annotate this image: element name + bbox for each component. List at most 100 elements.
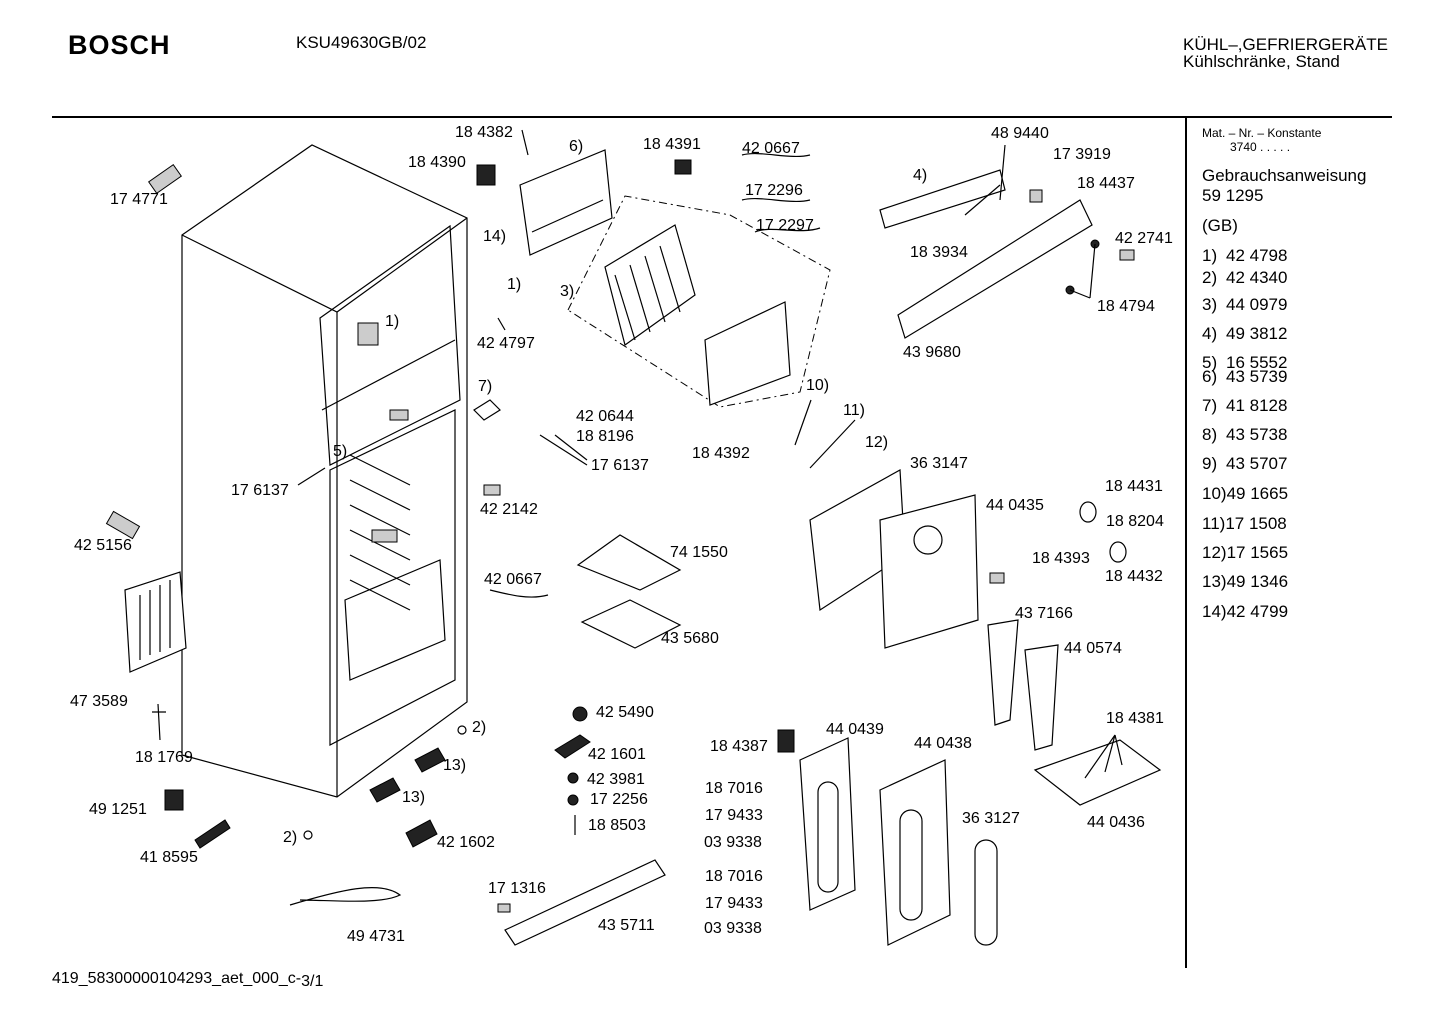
evaporator-drawing <box>476 129 831 408</box>
callout: 1) <box>507 276 522 293</box>
callout: 18 4393 <box>1032 550 1090 567</box>
callout: 1) <box>385 313 400 330</box>
index-row: 1) 42 4798 <box>1202 246 1287 266</box>
index-part-number: 49 1346 <box>1226 572 1289 591</box>
index-row: 11)17 1508 <box>1202 514 1287 534</box>
index-row: 9) 43 5707 <box>1202 454 1287 474</box>
callout: 3) <box>560 283 575 300</box>
index-row: 4) 49 3812 <box>1202 324 1287 344</box>
index-row: 5) 16 5552 <box>1202 353 1287 373</box>
callout: 17 2256 <box>590 791 648 808</box>
cabinet-drawing <box>181 144 468 798</box>
index-key: 3) <box>1202 295 1218 314</box>
exploded-parts-drawing <box>105 129 1162 946</box>
callout: 17 2297 <box>756 217 814 234</box>
shelf-parts-drawing <box>369 399 682 946</box>
callout: 7) <box>478 378 493 395</box>
index-key: 6) <box>1202 367 1218 386</box>
index-row: 14)42 4799 <box>1202 602 1288 622</box>
index-key: 10) <box>1202 484 1227 503</box>
index-part-number: 49 1665 <box>1226 484 1289 503</box>
callout: 18 4390 <box>408 154 466 171</box>
language-code: (GB) <box>1202 216 1238 235</box>
callout: 2) <box>283 829 298 846</box>
left-parts-drawing <box>105 163 402 906</box>
index-key: 12) <box>1202 543 1227 562</box>
index-key: 8) <box>1202 425 1218 444</box>
index-part-number: 17 1508 <box>1225 514 1287 533</box>
callout: 18 4392 <box>692 445 750 462</box>
index-row: 8) 43 5738 <box>1202 425 1287 445</box>
index-part-number: 42 4799 <box>1226 602 1289 621</box>
callout: 18 4382 <box>455 124 513 141</box>
callout: 18 4381 <box>1106 710 1164 727</box>
index-key: 4) <box>1202 324 1218 343</box>
callout: 44 0439 <box>826 721 884 738</box>
callout: 17 2296 <box>745 182 803 199</box>
footer-doc-code: 419_58300000104293_aet_000_c-3/1 <box>52 970 324 990</box>
index-row: 6) 43 5739 <box>1202 367 1287 387</box>
callout: 18 4794 <box>1097 298 1155 315</box>
index-part-number: 43 5707 <box>1226 454 1288 473</box>
callout: 03 9338 <box>704 834 762 851</box>
callout: 14) <box>483 228 507 245</box>
callout: 18 4387 <box>710 738 768 755</box>
callout: 17 1316 <box>488 880 546 897</box>
callout: 10) <box>806 377 830 394</box>
callout: 4) <box>913 167 928 184</box>
callout: 43 9680 <box>903 344 961 361</box>
callout: 03 9338 <box>704 920 762 937</box>
callout: 36 3127 <box>962 810 1020 827</box>
mat-title: Mat. – Nr. – Konstante <box>1202 126 1322 140</box>
index-part-number: 42 4340 <box>1226 268 1288 287</box>
callout: 42 0644 <box>576 408 634 425</box>
callout: 43 7166 <box>1015 605 1073 622</box>
callout: 74 1550 <box>670 544 728 561</box>
callout: 41 8595 <box>140 849 198 866</box>
parts-sidebar: Mat. – Nr. – Konstante 3740 . . . . . Ge… <box>1202 126 1366 621</box>
mat-value: 3740 . . . . . <box>1230 140 1291 154</box>
index-part-number: 44 0979 <box>1226 295 1288 314</box>
callout: 44 0438 <box>914 735 972 752</box>
index-row: 7)41 8128 <box>1202 396 1287 416</box>
index-key: 5) <box>1202 353 1218 372</box>
callout: 2) <box>472 719 487 736</box>
callout: 18 7016 <box>705 780 763 797</box>
doc-code: 419_58300000104293_aet_000_c- <box>52 970 302 987</box>
callout: 5) <box>333 443 348 460</box>
callout: 18 4432 <box>1105 568 1163 585</box>
index-key: 2) <box>1202 268 1218 287</box>
manual-number: 59 1295 <box>1202 186 1264 205</box>
callout: 36 3147 <box>910 455 968 472</box>
callout: 17 6137 <box>591 457 649 474</box>
callout: 17 3919 <box>1053 146 1111 163</box>
category-title: KÜHL–,GEFRIERGERÄTE <box>1183 35 1388 54</box>
brand-logo: BOSCH <box>68 30 171 60</box>
index-key: 1) <box>1202 246 1218 265</box>
callout: 42 2142 <box>480 501 538 518</box>
callout: 17 4771 <box>110 191 168 208</box>
index-part-number: 49 3812 <box>1226 324 1288 343</box>
index-part-number: 42 4798 <box>1226 246 1288 265</box>
index-row: 10)49 1665 <box>1202 484 1288 504</box>
callout: 44 0436 <box>1087 814 1145 831</box>
index-key: 11) <box>1202 514 1226 533</box>
category-subtitle: Kühlschränke, Stand <box>1183 52 1340 71</box>
index-key: 9) <box>1202 454 1218 473</box>
callout: 11) <box>843 402 865 419</box>
callout: 12) <box>865 434 889 451</box>
callout: 18 7016 <box>705 868 763 885</box>
index-key: 7) <box>1202 396 1218 415</box>
index-part-number: 43 5739 <box>1226 367 1288 386</box>
index-part-number: 43 5738 <box>1226 425 1288 444</box>
callout: 17 9433 <box>705 807 763 824</box>
leader-lines <box>297 144 1123 779</box>
index-part-number: 16 5552 <box>1226 353 1288 372</box>
callout: 42 3981 <box>587 771 645 788</box>
callout: 18 8503 <box>588 817 646 834</box>
callout: 18 4431 <box>1105 478 1163 495</box>
callout: 43 5711 <box>598 917 655 934</box>
index-row: 12)17 1565 <box>1202 543 1288 563</box>
callout: 18 4391 <box>643 136 701 153</box>
page-number: 3/1 <box>301 973 324 990</box>
